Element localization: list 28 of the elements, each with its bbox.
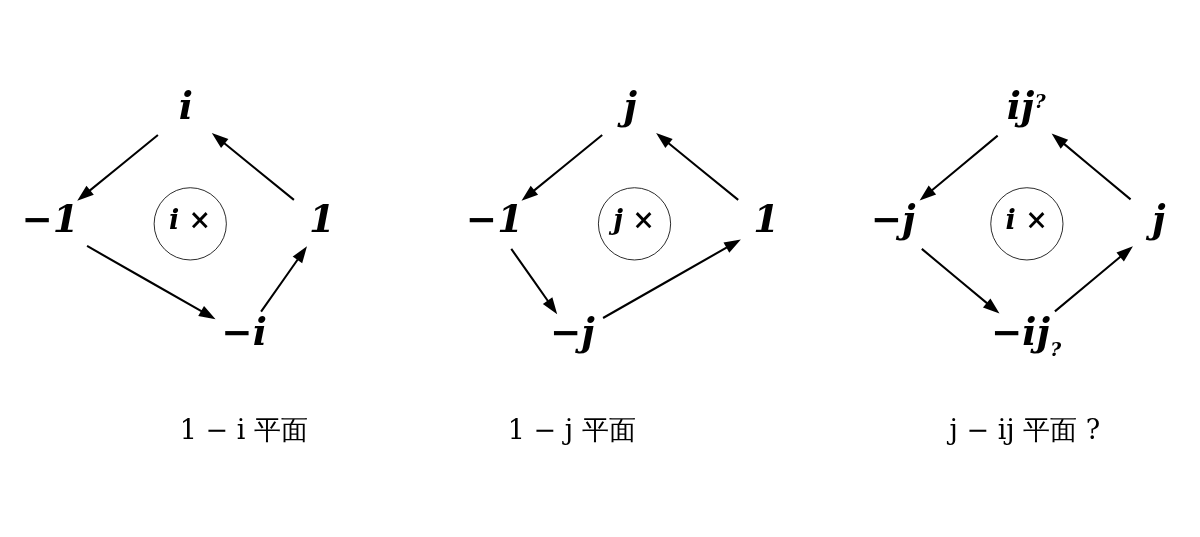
arrow bbox=[211, 132, 295, 201]
node-text: −1 bbox=[21, 196, 79, 241]
label: 1 − j 平面 bbox=[507, 413, 636, 445]
node-circle: i × bbox=[153, 186, 227, 260]
label: 1 − i 平面 bbox=[179, 413, 308, 445]
arrow bbox=[86, 244, 216, 319]
arrow bbox=[260, 245, 307, 312]
node-circle: j × bbox=[597, 186, 672, 260]
arrow bbox=[602, 238, 741, 319]
arrow bbox=[919, 134, 999, 201]
node-text: −1 bbox=[465, 196, 524, 241]
node-text: −ij$_{?}$ bbox=[991, 309, 1062, 360]
node-text: ij$^{?}$ bbox=[1006, 83, 1046, 128]
node-text: 1 bbox=[753, 196, 780, 241]
arrow bbox=[1054, 245, 1133, 312]
node-text: −i bbox=[221, 309, 267, 354]
arrow bbox=[510, 247, 558, 314]
arrow bbox=[77, 133, 159, 201]
label: j − ij 平面 ? bbox=[949, 413, 1101, 445]
arrow bbox=[656, 132, 739, 201]
arrow bbox=[521, 133, 603, 201]
node-text: 1 bbox=[309, 196, 336, 241]
node-text: −j bbox=[549, 309, 595, 354]
node-circle: i × bbox=[990, 186, 1064, 260]
node-text: i bbox=[178, 83, 194, 128]
arrow bbox=[1051, 133, 1132, 200]
arrow bbox=[921, 247, 1000, 314]
node-text: −j bbox=[870, 196, 916, 241]
